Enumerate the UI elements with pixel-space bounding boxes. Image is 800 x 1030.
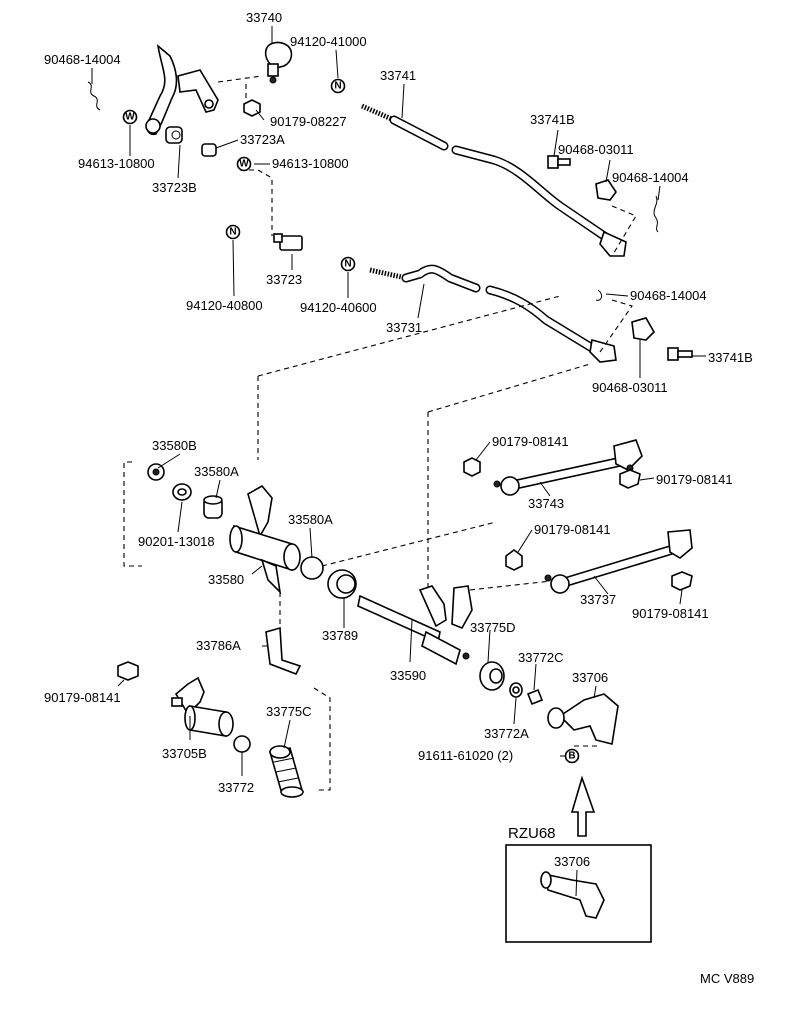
label-33580B: 33580B [152,438,197,453]
part-33706-bracket [547,693,619,745]
label-33786A: 33786A [196,638,241,653]
part-33723-joint [273,233,303,251]
label-90201-13018: 90201-13018 [138,534,215,549]
label-33741: 33741 [380,68,416,83]
pointer-arrow [570,775,596,837]
part-33775D-bushing [479,661,505,691]
washer-symbol-b: W [236,156,252,172]
part-33737-rod [544,529,693,594]
part-33740-ball-joint [264,41,293,84]
svg-text:N: N [334,81,341,92]
label-90468-14004-b: 90468-14004 [612,170,689,185]
part-90468-14004-clip-c [595,289,603,301]
label-90179-08141-b: 90179-08141 [656,472,733,487]
label-90179-08141-e: 90179-08141 [44,690,121,705]
label-94120-40800: 94120-40800 [186,298,263,313]
part-labels: 33740 94120-41000 90468-14004 33741 9017… [44,10,754,986]
part-33741-rod [360,103,627,257]
part-33741B-bolt-b [667,347,693,361]
label-33731: 33731 [386,320,422,335]
label-33737: 33737 [580,592,616,607]
label-94120-40600: 94120-40600 [300,300,377,315]
shift-lever-assembly [145,44,219,136]
part-33772A-ring [509,682,523,698]
part-33723A-bushing [201,143,217,157]
label-inset-33706: 33706 [554,854,590,869]
part-33786A-bracket [265,626,302,676]
part-33723B-bushing [165,126,183,144]
label-33740: 33740 [246,10,282,25]
label-90179-08141-c: 90179-08141 [534,522,611,537]
part-90179-08141-nut-a [463,457,481,477]
label-90179-08141-a: 90179-08141 [492,434,569,449]
part-33789-bushing [327,569,357,599]
label-33741B-b: 33741B [708,350,753,365]
label-90179-08227: 90179-08227 [270,114,347,129]
part-33580-shift-lever-housing [229,484,301,595]
bolt-symbol: B [564,748,580,764]
label-90468-03011-b: 90468-03011 [592,380,668,395]
footer-code: MC V889 [700,971,754,986]
svg-text:W: W [125,112,135,123]
part-33705B-lever [171,676,234,737]
label-33772A: 33772A [484,726,529,741]
leader-lines [91,26,706,776]
label-33723A: 33723A [240,132,285,147]
part-33775C-boot [268,745,304,798]
label-33743: 33743 [528,496,564,511]
part-90179-08227-nut [243,99,261,117]
part-90179-08141-nut-c [505,549,523,571]
label-33772: 33772 [218,780,254,795]
part-90468-14004-clip-a [87,81,101,111]
part-90179-08141-nut-b [619,469,641,489]
nut-symbol-a: N [330,78,346,94]
part-90179-08141-nut-e [117,661,139,681]
part-33772C-clip [526,688,544,706]
label-33723: 33723 [266,272,302,287]
part-33741B-bolt-a [547,155,571,169]
nut-symbol-b: N [225,224,241,240]
label-90468-14004-c: 90468-14004 [630,288,707,303]
part-33772-bushing [233,735,251,753]
label-90468-03011-a: 90468-03011 [558,142,634,157]
svg-text:B: B [568,751,575,762]
inset-title: RZU68 [508,825,556,842]
part-33580A-bushing-b [300,556,324,580]
label-91611-61020: 91611-61020 (2) [418,748,513,763]
label-33580A-a: 33580A [194,464,239,479]
part-90201-13018-washer [172,483,192,501]
label-33741B-a: 33741B [530,112,575,127]
label-33775C: 33775C [266,704,312,719]
label-33706: 33706 [572,670,608,685]
label-33789: 33789 [322,628,358,643]
label-94613-10800-a: 94613-10800 [272,156,349,171]
label-94120-41000: 94120-41000 [290,34,367,49]
part-33590-selector-shaft [357,585,473,666]
part-90468-14004-clip-b [653,195,659,233]
part-33731-rod [369,264,617,363]
label-33580A-b: 33580A [288,512,333,527]
label-33775D: 33775D [470,620,516,635]
label-33723B: 33723B [152,180,197,195]
part-33580B-clip [147,463,165,481]
svg-text:N: N [229,227,236,238]
washer-symbol-a: W [122,109,138,125]
label-94613-10800-b: 94613-10800 [78,156,155,171]
label-90468-14004-a: 90468-14004 [44,52,121,67]
label-33590: 33590 [390,668,426,683]
label-33580: 33580 [208,572,244,587]
nut-symbol-c: N [340,256,356,272]
svg-text:W: W [239,159,249,170]
inset-box [505,844,652,943]
part-33743-rod [493,439,643,496]
svg-text:N: N [344,259,351,270]
part-33580A-bushing-a [203,495,223,519]
label-33705B: 33705B [162,746,207,761]
label-33772C: 33772C [518,650,564,665]
part-90468-03011-grommet-b [631,317,655,341]
part-90179-08141-nut-d [671,571,693,591]
label-90179-08141-d: 90179-08141 [632,606,709,621]
